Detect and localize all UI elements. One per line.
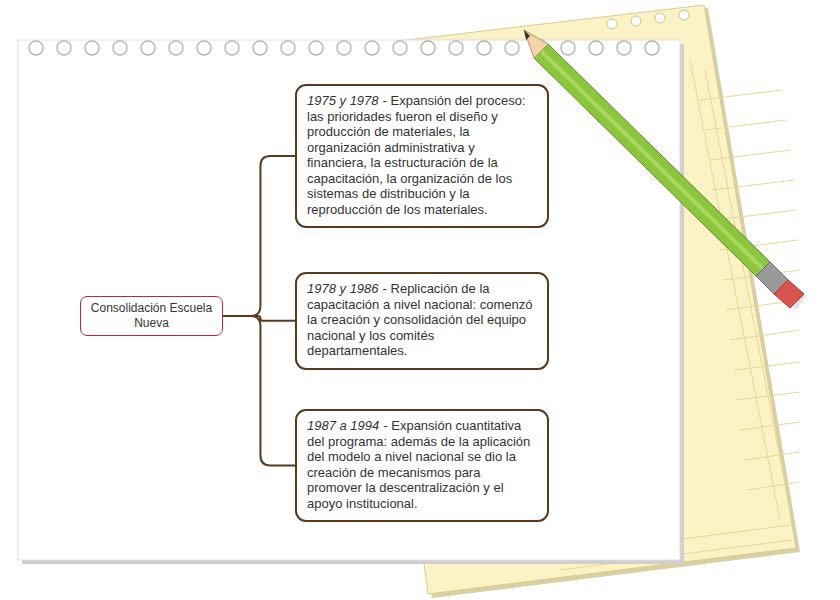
brace-connector bbox=[223, 316, 295, 466]
topic-box: Consolidación Escuela Nueva bbox=[80, 296, 223, 336]
spiral-holes bbox=[29, 41, 659, 55]
pencil-body bbox=[534, 44, 770, 276]
pencil-shadow bbox=[530, 38, 806, 310]
period-description: - Expansión del proceso: las prioridades… bbox=[307, 93, 526, 217]
period-dates: 1987 a 1994 bbox=[307, 418, 379, 433]
notepad-holes bbox=[607, 10, 689, 29]
period-box: 1978 y 1986- Replicación de la capacitac… bbox=[295, 272, 549, 370]
pencil bbox=[524, 30, 806, 310]
period-box: 1975 y 1978- Expansión del proceso: las … bbox=[295, 84, 549, 228]
period-box: 1987 a 1994- Expansión cuantitativa del … bbox=[295, 409, 549, 522]
page-sheet bbox=[18, 40, 680, 560]
pencil-lead bbox=[524, 30, 530, 40]
period-dates: 1975 y 1978 bbox=[307, 93, 379, 108]
pencil-eraser bbox=[774, 280, 804, 308]
topic-label: Consolidación Escuela Nueva bbox=[89, 301, 214, 331]
pencil-highlight bbox=[541, 51, 763, 269]
period-dates: 1978 y 1986 bbox=[307, 281, 379, 296]
brace-connector bbox=[223, 156, 295, 316]
pencil-tip bbox=[524, 30, 548, 58]
white-page bbox=[18, 40, 684, 564]
